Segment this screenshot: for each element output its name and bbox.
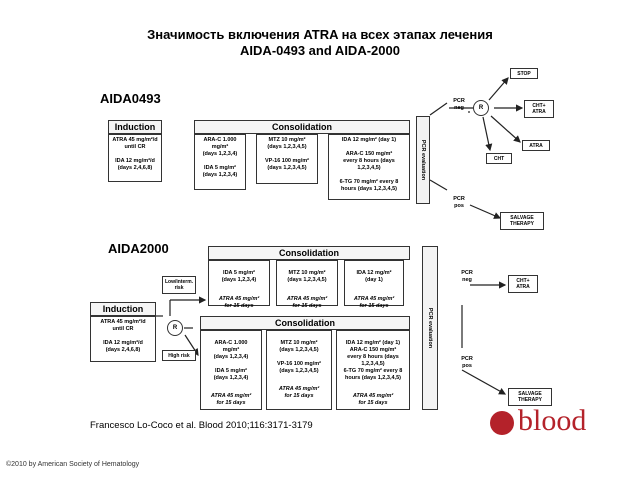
aida0493-salvage-box: SALVAGE THERAPY — [500, 212, 544, 230]
aida0493-induction-header: Induction — [108, 120, 162, 134]
citation: Francesco Lo-Coco et al. Blood 2010;116:… — [90, 420, 313, 431]
aida2000-bottom-box-3: IDA 12 mg/m² (day 1) ARA-C 150 mg/m² eve… — [336, 330, 410, 410]
aida2000-bottom-box-1-atra: ATRA 45 mg/m² for 15 days — [210, 393, 252, 406]
title-line-2: AIDA-0493 and AIDA-2000 — [240, 43, 400, 58]
aida2000-consolidation-top-header: Consolidation — [208, 246, 410, 260]
aida2000-randomization: R — [167, 320, 183, 336]
aida2000-top-box-2-atra: ATRA 45 mg/m² for 15 days — [286, 296, 328, 309]
aida2000-top-box-1-atra: ATRA 45 mg/m² for 15 days — [218, 296, 260, 309]
aida0493-stop-box: STOP — [510, 68, 538, 79]
aida2000-bottom-box-3-atra: ATRA 45 mg/m² for 15 days — [352, 393, 394, 406]
aida2000-bottom-box-2: MTZ 10 mg/m² (days 1,2,3,4,5) VP-16 100 … — [266, 330, 332, 410]
aida2000-pcr-neg: PCR neg — [461, 270, 473, 283]
blood-logo-icon — [490, 411, 514, 435]
aida0493-pcr-evaluation-label: PCR evaluation — [420, 139, 426, 181]
aida2000-pcr-evaluation: PCR evaluation — [422, 246, 438, 410]
aida0493-randomization: R — [473, 100, 489, 116]
aida0493-consol-box-3: IDA 12 mg/m² (day 1) ARA-C 150 mg/m² eve… — [328, 134, 410, 200]
aida2000-top-box-3-text: IDA 12 mg/m² (day 1) — [356, 270, 392, 283]
aida2000-pcr-pos: PCR pos — [461, 356, 473, 369]
aida2000-top-box-2: MTZ 10 mg/m² (days 1,2,3,4,5) ATRA 45 mg… — [276, 260, 338, 309]
aida2000-pcr-evaluation-label: PCR evaluation — [427, 307, 433, 349]
aida0493-atra-box: ATRA — [522, 140, 550, 151]
aida2000-induction-header: Induction — [90, 302, 156, 316]
aida2000-top-box-3-atra: ATRA 45 mg/m² for 15 days — [353, 296, 395, 309]
aida2000-bottom-box-3-text: IDA 12 mg/m² (day 1) ARA-C 150 mg/m² eve… — [343, 340, 403, 381]
aida0493-consol-box-2: MTZ 10 mg/m² (days 1,2,3,4,5) VP-16 100 … — [256, 134, 318, 184]
aida2000-bottom-box-1: ARA-C 1.000 mg/m² (days 1,2,3,4) IDA 5 m… — [200, 330, 262, 410]
aida0493-pcr-evaluation: PCR evaluation — [416, 116, 430, 204]
aida2000-salvage-box: SALVAGE THERAPY — [508, 388, 552, 406]
aida2000-induction-box: ATRA 45 mg/m²/d until CR IDA 12 mg/m²/d … — [90, 316, 156, 362]
aida2000-bottom-box-1-text: ARA-C 1.000 mg/m² (days 1,2,3,4) IDA 5 m… — [213, 340, 249, 381]
aida0493-cht-box: CHT — [486, 153, 512, 164]
aida2000-bottom-box-2-atra: ATRA 45 mg/m² for 15 days — [278, 386, 320, 399]
aida2000-consolidation-bottom-header: Consolidation — [200, 316, 410, 330]
aida0493-pcr-neg: PCR neg — [453, 98, 465, 111]
aida2000-low-risk: Low/interm. risk — [162, 276, 196, 294]
aida2000-top-box-1-text: IDA 5 mg/m² (days 1,2,3,4) — [221, 270, 257, 283]
aida0493-pcr-pos: PCR pos — [453, 196, 465, 209]
aida2000-top-box-2-text: MTZ 10 mg/m² (days 1,2,3,4,5) — [287, 270, 327, 283]
aida2000-top-box-1: IDA 5 mg/m² (days 1,2,3,4) ATRA 45 mg/m²… — [208, 260, 270, 309]
copyright: ©2010 by American Society of Hematology — [6, 461, 140, 468]
blood-logo-text: blood — [518, 404, 587, 437]
aida2000-top-box-3: IDA 12 mg/m² (day 1) ATRA 45 mg/m² for 1… — [344, 260, 404, 309]
aida0493-consolidation-header: Consolidation — [194, 120, 410, 134]
aida0493-consol-box-1: ARA-C 1.000 mg/m² (days 1,2,3,4) IDA 5 m… — [194, 134, 246, 190]
aida2000-label: AIDA2000 — [108, 241, 169, 256]
title-line-1: Значимость включения ATRA на всех этапах… — [147, 27, 493, 42]
aida0493-induction-box: ATRA 45 mg/m²/d until CR IDA 12 mg/m²/d … — [108, 134, 162, 182]
aida2000-bottom-box-2-text: MTZ 10 mg/m² (days 1,2,3,4,5) VP-16 100 … — [276, 340, 322, 374]
aida2000-high-risk: High risk — [162, 350, 196, 361]
aida2000-cht-atra-box: CHT+ ATRA — [508, 275, 538, 293]
aida0493-cht-atra-box: CHT+ ATRA — [524, 100, 554, 118]
aida0493-label: AIDA0493 — [100, 91, 161, 106]
